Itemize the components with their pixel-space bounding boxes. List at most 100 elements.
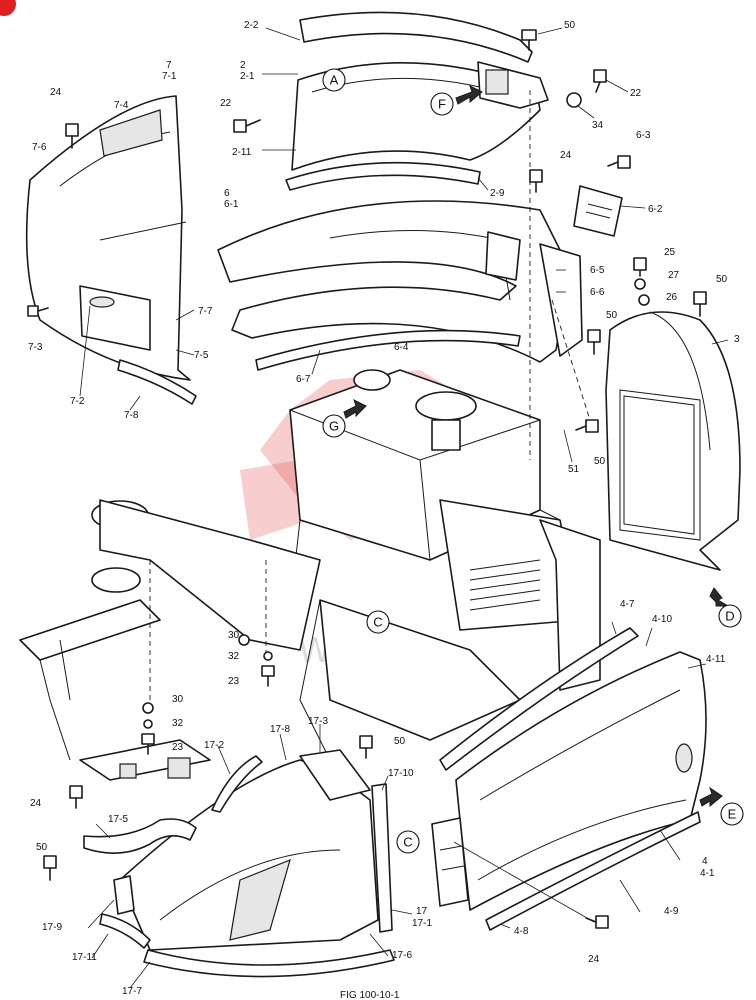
bolt-22-left (233, 119, 261, 133)
label-17-9: 17-9 (42, 922, 62, 933)
label-51: 51 (568, 464, 580, 475)
label-6-1: 6-1 (224, 199, 239, 210)
svg-text:C: C (403, 835, 412, 850)
bolt-50-top (521, 29, 537, 51)
bolt-7-3 (27, 305, 49, 317)
bolt-50-mid (587, 329, 601, 355)
label-4: 4 (702, 856, 708, 867)
label-6-6: 6-6 (590, 287, 605, 298)
label-17-8: 17-8 (270, 724, 290, 735)
label-2: 2 (240, 60, 246, 71)
label-22-left: 22 (220, 98, 232, 109)
svg-text:D: D (725, 609, 734, 624)
label-30-a: 30 (228, 630, 240, 641)
svg-text:E: E (728, 807, 737, 822)
label-26: 26 (666, 292, 678, 303)
washer-32a (263, 651, 273, 661)
bolt-23b (141, 733, 155, 755)
bolt-25 (633, 257, 647, 277)
direction-arrows (343, 85, 730, 808)
label-17-2: 17-2 (204, 740, 224, 751)
label-2-2: 2-2 (244, 20, 259, 31)
label-7-3: 7-3 (28, 342, 43, 353)
label-4-1: 4-1 (700, 868, 715, 879)
bolt-24-center (529, 169, 543, 193)
label-7: 7 (166, 60, 172, 71)
label-7-6: 7-6 (32, 142, 47, 153)
bolt-24-left (69, 785, 83, 809)
label-24-left: 24 (30, 798, 42, 809)
label-32-a: 32 (228, 651, 240, 662)
label-27: 27 (668, 270, 680, 281)
label-22-right: 22 (630, 88, 642, 99)
label-24-bottom: 24 (588, 954, 600, 965)
chassis-frame (19, 90, 591, 781)
label-24-top: 24 (50, 87, 62, 98)
figure-caption: FIG 100-10-1 (340, 990, 400, 1000)
central-body (289, 369, 601, 691)
label-3: 3 (734, 334, 740, 345)
bolt-50-left (43, 855, 57, 881)
label-34: 34 (592, 120, 604, 131)
label-25: 25 (664, 247, 676, 258)
label-17-3: 17-3 (308, 716, 328, 727)
washer-32b (143, 719, 153, 729)
label-6-4: 6-4 (394, 342, 409, 353)
svg-text:C: C (373, 615, 382, 630)
callout-f: F (430, 92, 454, 116)
label-6: 6 (224, 188, 230, 199)
label-7-7: 7-7 (198, 306, 213, 317)
washer-30b (142, 702, 154, 714)
label-24-center: 24 (560, 150, 572, 161)
label-4-11: 4-11 (706, 654, 726, 665)
label-50-left: 50 (36, 842, 48, 853)
label-50-lower: 50 (594, 456, 606, 467)
label-50-right: 50 (716, 274, 728, 285)
label-32-b: 32 (172, 718, 184, 729)
bolt-6-3 (607, 155, 631, 169)
label-6-5: 6-5 (590, 265, 605, 276)
label-4-9: 4-9 (664, 906, 679, 917)
label-7-5: 7-5 (194, 350, 209, 361)
label-17-6: 17-6 (392, 950, 412, 961)
svg-text:G: G (329, 419, 339, 434)
label-50-top: 50 (564, 20, 576, 31)
label-7-8: 7-8 (124, 410, 139, 421)
callout-a: A (322, 68, 346, 92)
bolt-24-top (65, 123, 79, 149)
label-17-10: 17-10 (388, 768, 414, 779)
part-17-lower-cover (83, 749, 469, 978)
arrow-g (343, 399, 367, 419)
bolt-24-bottom (585, 915, 609, 929)
label-4-8: 4-8 (514, 926, 529, 937)
bolt-22-right (593, 69, 607, 93)
bolt-50-17 (359, 735, 373, 759)
bolt-50-lower (575, 419, 599, 433)
part-labels: 2-2 2 2-1 22 2-11 2-9 50 22 34 24 6-3 6-… (28, 20, 740, 997)
svg-text:F: F (438, 97, 446, 112)
corner-badge (0, 0, 16, 16)
label-6-7: 6-7 (296, 374, 311, 385)
arrow-e (699, 786, 723, 808)
leader-lines (79, 27, 729, 989)
label-4-10: 4-10 (652, 614, 672, 625)
label-4-7: 4-7 (620, 599, 635, 610)
label-2-11: 2-11 (232, 147, 252, 158)
label-23-a: 23 (228, 676, 240, 687)
label-17-7: 17-7 (122, 986, 142, 997)
label-2-1: 2-1 (240, 71, 255, 82)
label-6-2: 6-2 (648, 204, 663, 215)
part-7-left-cover (25, 95, 197, 405)
label-17-5: 17-5 (108, 814, 128, 825)
callout-g: G (322, 414, 346, 438)
label-30-b: 30 (172, 694, 184, 705)
label-17-1: 17-1 (412, 918, 432, 929)
label-2-9: 2-9 (490, 188, 505, 199)
label-17-11: 17-11 (72, 952, 97, 963)
washer-27 (634, 278, 646, 290)
washer-30a (238, 634, 250, 646)
callout-d: D (718, 604, 742, 628)
washer-26 (638, 294, 650, 306)
callout-c-2: C (396, 830, 420, 854)
